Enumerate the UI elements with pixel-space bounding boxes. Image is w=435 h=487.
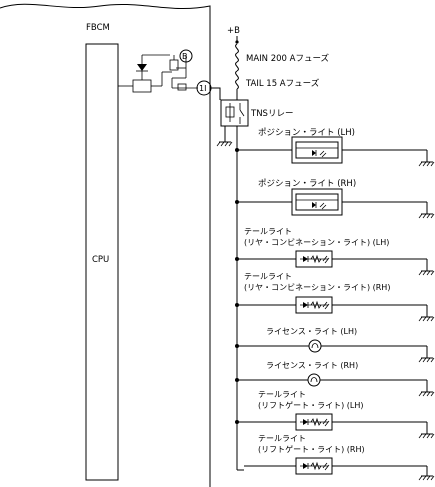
cpu-label: CPU (92, 255, 109, 265)
tail-comb-lh-line1: テールライト (244, 227, 292, 236)
tail-lift-rh-line2: (リフトゲート・ライト) (RH) (258, 444, 365, 454)
position-lamp-rh-icon (291, 188, 343, 216)
position-lamp-lh-icon (291, 136, 343, 164)
connector-pin: 1I (196, 80, 212, 96)
ground-icon (418, 316, 435, 322)
position-light-rh: ポジション・ライト (RH) (235, 179, 435, 219)
position-light-lh: ポジション・ライト (LH) (235, 128, 435, 167)
liftgate-light-lh: テールライト (リフトゲート・ライト) (LH) (235, 390, 435, 439)
led-lamp-icon (295, 296, 333, 314)
led-lamp-icon (295, 457, 333, 475)
main-fuse-icon (235, 43, 239, 72)
tail-combination-light-rh: テールライト (リヤ・コンビネーション・ライト) (RH) (235, 272, 435, 322)
tail-fuse-label: TAIL 15 Aフューズ (245, 78, 320, 89)
supply-label: +B (227, 26, 240, 36)
connector-pin-label: 1I (199, 84, 206, 93)
tail-lift-rh-line1: テールライト (258, 434, 306, 443)
bulb-icon (308, 339, 322, 353)
license-rh-label: ライセンス・ライト (RH) (266, 361, 358, 370)
tail-lift-lh-line1: テールライト (258, 390, 306, 399)
led-lamp-icon (295, 250, 333, 268)
ground-icon (418, 433, 435, 439)
diode-icon (137, 64, 147, 71)
ground-icon (418, 475, 435, 481)
license-light-lh: ライセンス・ライト (LH) (235, 327, 435, 363)
relay-label: TNSリレー (250, 109, 293, 119)
pos-rh-label: ポジション・ライト (RH) (258, 179, 356, 189)
liftgate-light-rh: テールライト (リフトゲート・ライト) (RH) (244, 434, 435, 481)
b-marker-label: B (182, 52, 188, 61)
module-name: FBCM (86, 23, 110, 33)
license-light-rh: ライセンス・ライト (RH) (235, 361, 435, 397)
tail-lift-lh-line2: (リフトゲート・ライト) (LH) (258, 400, 364, 410)
license-lh-label: ライセンス・ライト (LH) (266, 327, 357, 336)
relay-ground-icon (216, 141, 233, 147)
cpu-block: CPU (85, 43, 119, 481)
tail-comb-rh-line1: テールライト (244, 272, 292, 281)
bulb-icon (307, 373, 321, 387)
tail-comb-rh-line2: (リヤ・コンビネーション・ライト) (RH) (244, 283, 390, 292)
ground-icon (418, 270, 435, 276)
tail-combination-light-lh: テールライト (リヤ・コンビネーション・ライト) (LH) (235, 227, 435, 276)
main-fuse-label: MAIN 200 Aフューズ (246, 53, 330, 64)
tns-relay: TNSリレー (220, 99, 293, 127)
b-marker (179, 49, 193, 63)
tail-comb-lh-line2: (リヤ・コンビネーション・ライト) (LH) (244, 238, 389, 247)
ground-icon (418, 357, 435, 363)
ground-icon (418, 391, 435, 397)
driver-circuit: B (118, 49, 198, 93)
pos-lh-label: ポジション・ライト (LH) (258, 128, 355, 138)
ground-icon (418, 213, 435, 219)
fbcm-module: FBCM (0, 3, 211, 487)
led-lamp-icon (295, 413, 333, 431)
ground-icon (418, 161, 435, 167)
tail-fuse-icon (235, 70, 239, 90)
